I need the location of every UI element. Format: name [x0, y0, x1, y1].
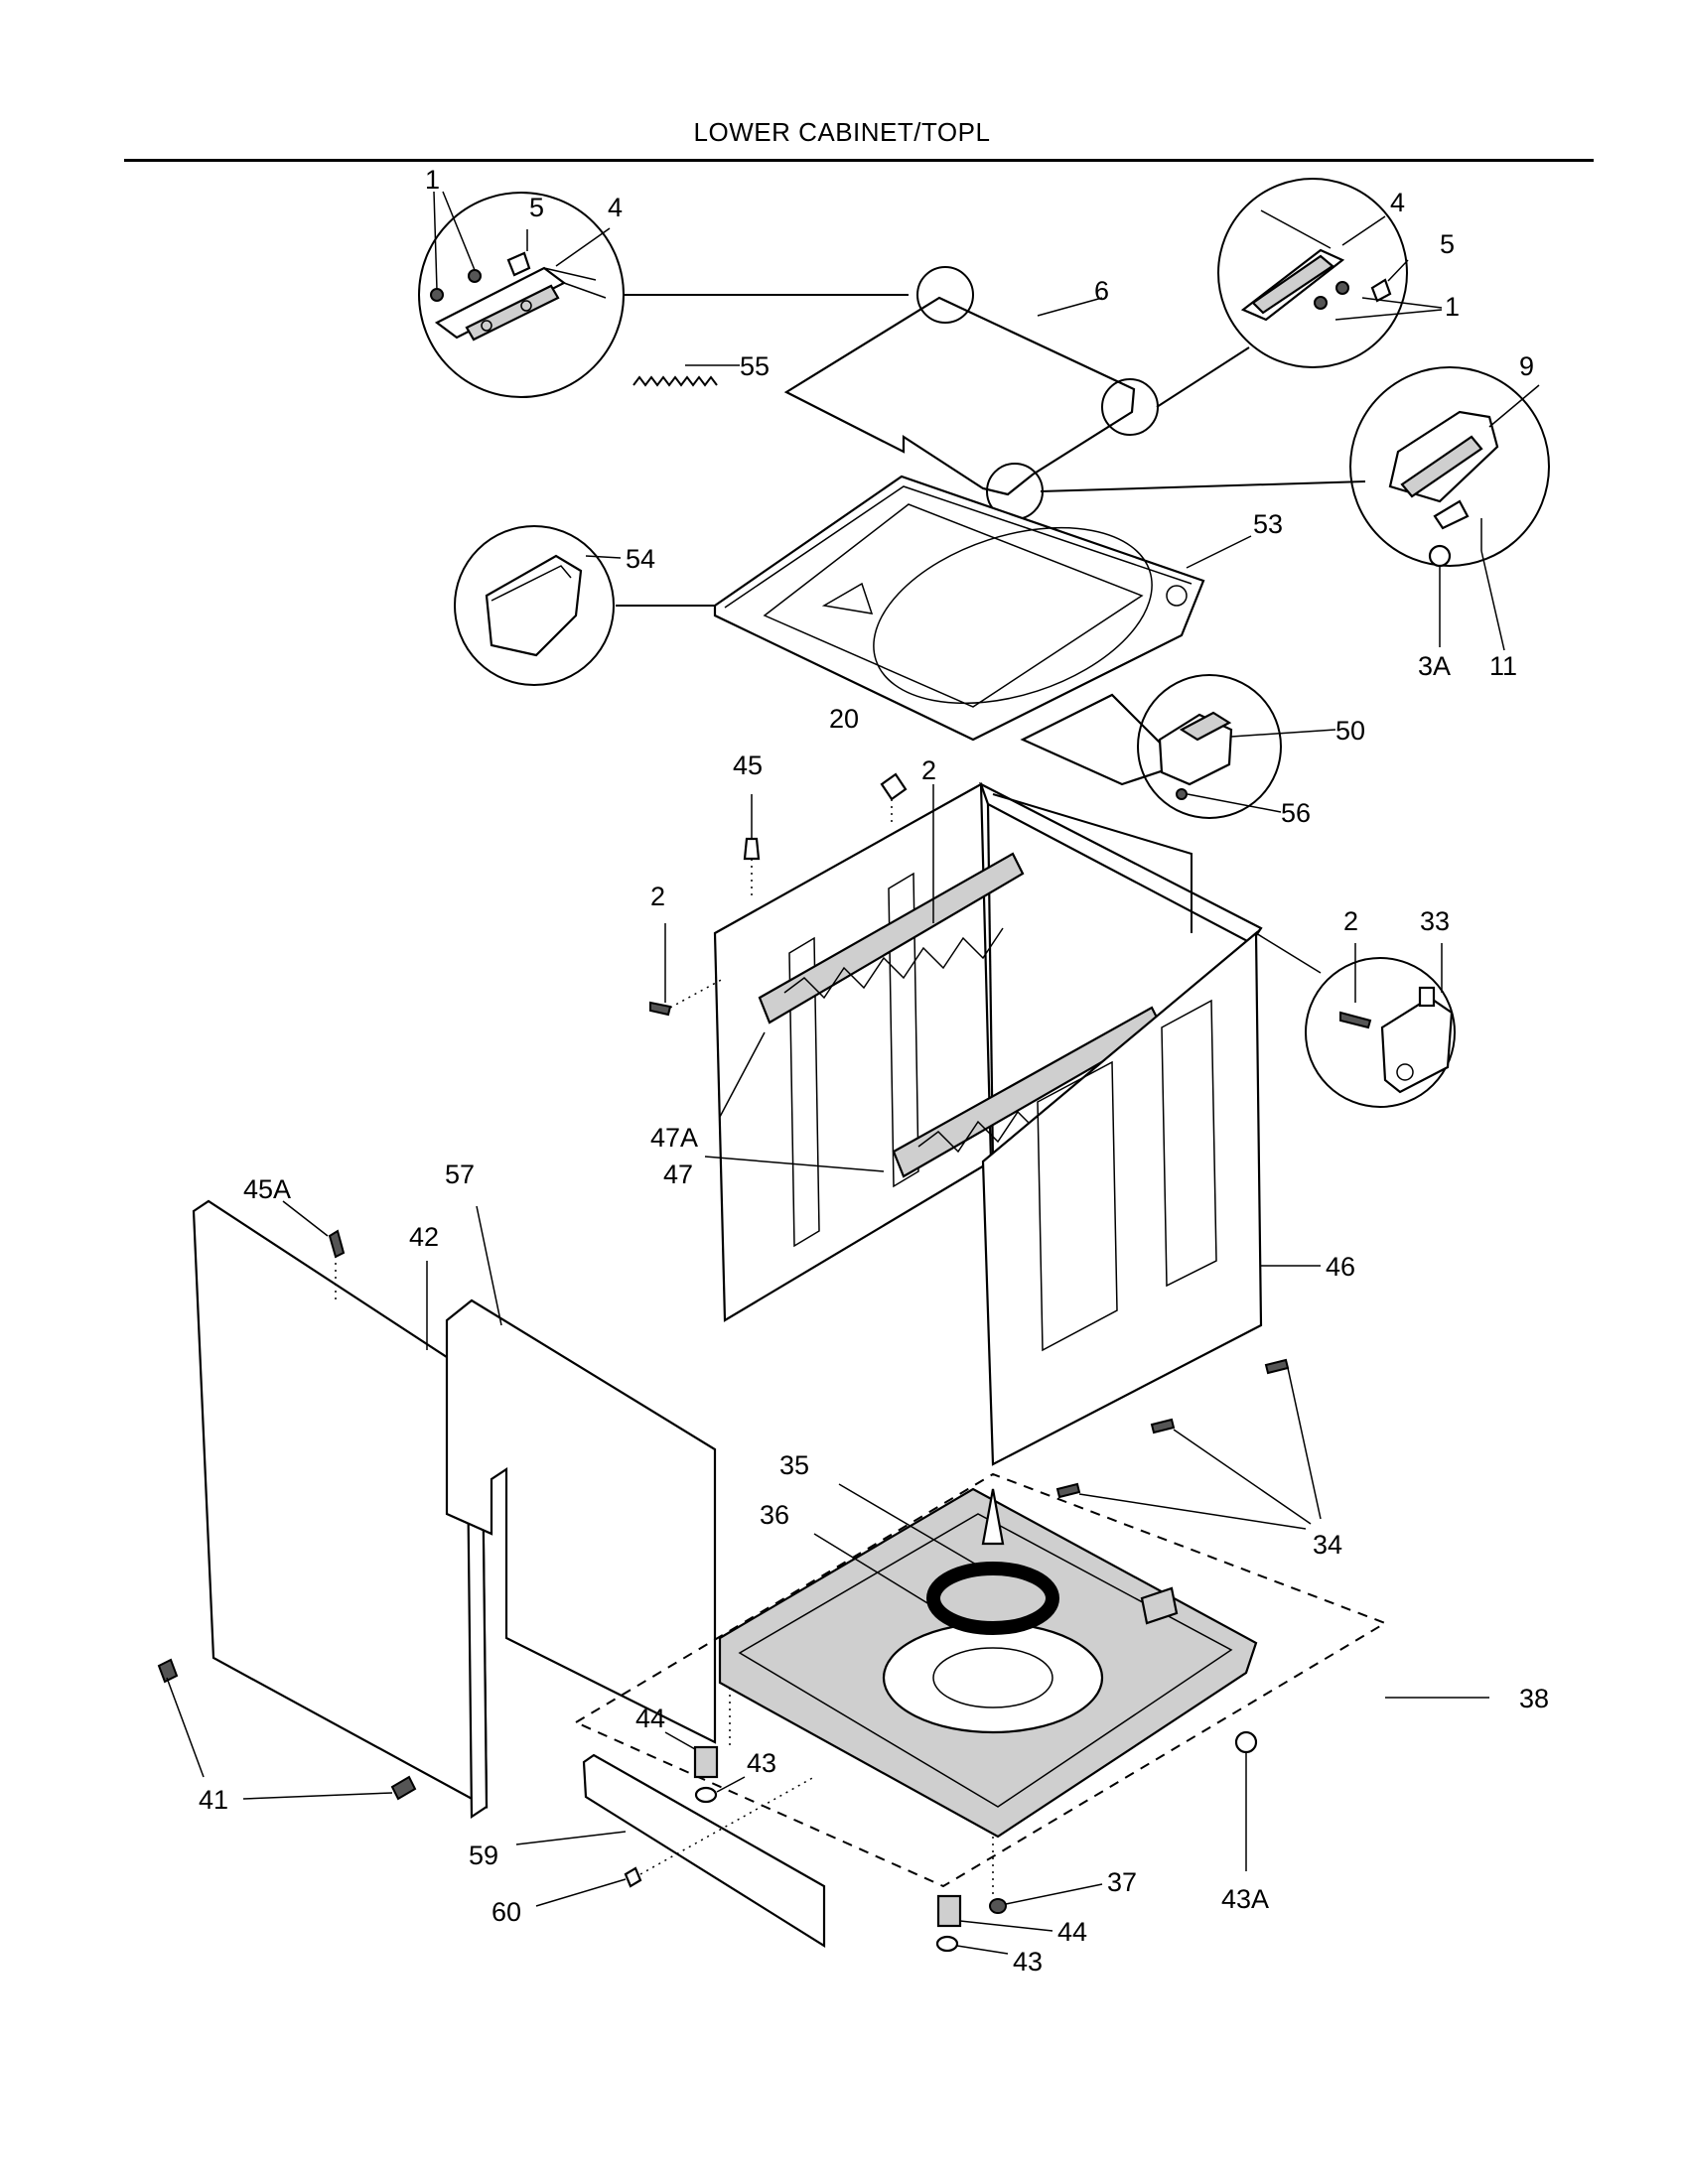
callout-55: 55 — [740, 351, 770, 381]
callout-1-left: 1 — [425, 165, 440, 195]
callout-4-left: 4 — [608, 193, 623, 222]
callout-60: 60 — [491, 1897, 521, 1927]
callout-35: 35 — [779, 1450, 809, 1480]
callout-54: 54 — [626, 544, 655, 574]
callout-6: 6 — [1094, 276, 1109, 306]
ring-35 — [926, 1562, 1059, 1635]
kick-panel-59 — [582, 1753, 826, 1948]
callout-43-left: 43 — [747, 1748, 776, 1778]
callout-44-left: 44 — [635, 1704, 665, 1733]
callout-47: 47 — [663, 1160, 693, 1189]
screw-41-lower — [390, 1775, 417, 1801]
page-title: LOWER CABINET/TOPL — [693, 117, 991, 147]
callout-34: 34 — [1313, 1530, 1342, 1560]
callout-43A: 43A — [1221, 1884, 1269, 1914]
leg-44-left — [693, 1745, 719, 1804]
foot-43A — [1234, 1730, 1258, 1754]
liner-57 — [445, 1298, 717, 1744]
callout-5-right: 5 — [1440, 229, 1455, 259]
callout-36: 36 — [760, 1500, 789, 1530]
detail-hinge-bracket — [1349, 366, 1550, 568]
callout-37: 37 — [1107, 1867, 1137, 1897]
screw-60 — [624, 1866, 642, 1888]
screw-2-left — [649, 1001, 672, 1017]
callout-5-left: 5 — [529, 193, 544, 222]
callout-59: 59 — [469, 1841, 498, 1870]
detail-left-hinge — [418, 192, 625, 398]
detail-switch-50 — [1137, 674, 1282, 819]
callout-33: 33 — [1420, 906, 1450, 936]
callout-45: 45 — [733, 751, 763, 780]
callout-2-top: 2 — [921, 755, 936, 785]
detail-dispenser-54 — [454, 525, 615, 686]
brace-47A — [758, 852, 1025, 1024]
callout-47A: 47A — [650, 1123, 698, 1153]
callout-53: 53 — [1253, 509, 1283, 539]
spring-55 — [632, 364, 740, 387]
callout-41: 41 — [199, 1785, 228, 1815]
detail-valve-33 — [1305, 957, 1456, 1108]
callout-57: 57 — [445, 1160, 475, 1189]
callout-45A: 45A — [243, 1174, 291, 1204]
title-rule — [124, 159, 1594, 162]
screw-20 — [880, 772, 908, 801]
callout-50: 50 — [1335, 716, 1365, 746]
cabinet-side-panel-46 — [981, 927, 1263, 1466]
callout-42: 42 — [409, 1222, 439, 1252]
callout-2-left: 2 — [650, 882, 665, 911]
leg-44-right — [935, 1894, 1007, 1953]
callout-20: 20 — [829, 704, 859, 734]
base-38 — [718, 1487, 1258, 1839]
bolt-45 — [743, 837, 761, 861]
screw-41-upper — [157, 1658, 179, 1684]
callout-4-right: 4 — [1390, 188, 1405, 217]
callout-1-right: 1 — [1445, 292, 1460, 322]
callout-38: 38 — [1519, 1684, 1549, 1713]
callout-2-right: 2 — [1343, 906, 1358, 936]
callout-3A: 3A — [1418, 651, 1451, 681]
callout-9: 9 — [1519, 351, 1534, 381]
callout-44-right: 44 — [1057, 1917, 1087, 1947]
callout-43-right: 43 — [1013, 1947, 1043, 1977]
front-panel-42 — [192, 1199, 489, 1820]
top-panel-53 — [713, 475, 1205, 786]
callout-56: 56 — [1281, 798, 1311, 828]
callout-46: 46 — [1326, 1252, 1355, 1282]
callout-11: 11 — [1489, 651, 1517, 681]
detail-right-hinge — [1217, 178, 1408, 368]
